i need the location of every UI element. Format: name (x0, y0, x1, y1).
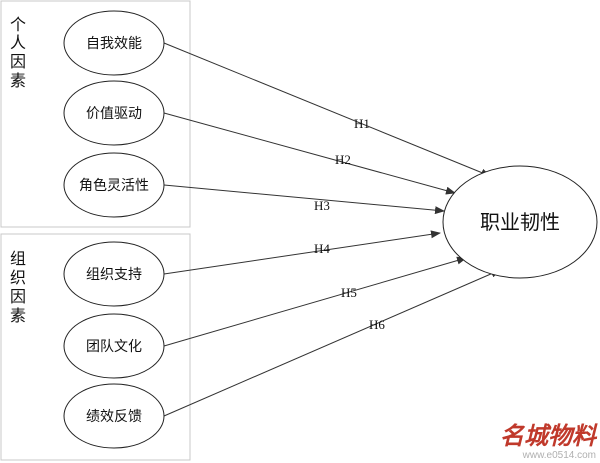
personal-factors-group-box (0, 0, 191, 228)
factor-label: 绩效反馈 (86, 409, 142, 425)
factor-label: 价值驱动 (86, 106, 142, 122)
outcome-label: 职业韧性 (480, 210, 560, 234)
factor-label: 角色灵活性 (79, 177, 149, 194)
personal-factors-label-char-3: 因 (10, 52, 26, 71)
arrow-h6 (163, 269, 501, 417)
outcome-career-resilience: 职业韧性 (442, 165, 598, 279)
organizational-factors-label-char-2: 织 (10, 268, 26, 287)
hypothesis-label-h1: H1 (354, 116, 370, 131)
hypothesis-label-h4: H4 (314, 241, 330, 256)
watermark-url: www.e0514.com (522, 450, 596, 461)
factor-label: 组织支持 (86, 267, 142, 283)
factor-value-drive: 价值驱动 (63, 80, 165, 146)
factor-team-culture: 团队文化 (63, 313, 165, 379)
arrow-h3 (163, 184, 445, 215)
hypothesis-label-h2: H2 (335, 152, 351, 167)
factor-label: 自我效能 (86, 36, 142, 52)
organizational-factors-label-char-3: 因 (10, 287, 26, 306)
factor-organizational-support: 组织支持 (63, 241, 165, 307)
personal-factors-label-char-1: 个 (10, 15, 26, 34)
personal-factors-label-char-4: 素 (10, 71, 26, 90)
organizational-factors-label-char-1: 组 (10, 249, 26, 268)
hypothesis-label-h5: H5 (341, 285, 357, 300)
arrow-h5 (163, 256, 467, 347)
factor-label: 团队文化 (86, 339, 142, 355)
factor-self-efficacy: 自我效能 (63, 10, 165, 76)
hypothesis-label-h3: H3 (314, 198, 330, 213)
factor-performance-feedback: 绩效反馈 (63, 383, 165, 449)
factor-role-flexibility: 角色灵活性 (63, 152, 165, 218)
arrow-h1 (163, 42, 491, 177)
arrow-h4 (163, 230, 441, 275)
organizational-factors-group-box (0, 233, 191, 461)
personal-factors-label-char-2: 人 (10, 33, 26, 52)
organizational-factors-label-char-4: 素 (10, 306, 26, 325)
arrow-h2 (163, 112, 456, 195)
watermark-logo-text: 名城物料 (500, 421, 598, 450)
hypothesis-label-h6: H6 (369, 317, 385, 332)
watermark-logo: 名城物料 www.e0514.com (500, 421, 598, 461)
